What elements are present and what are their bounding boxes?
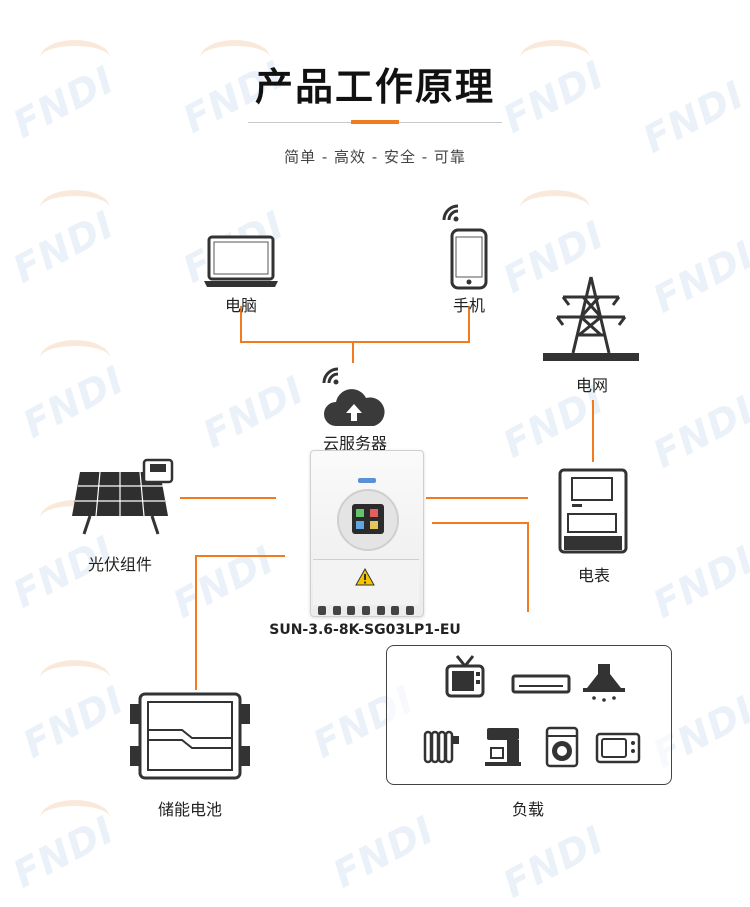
inverter-model-label: SUN-3.6-8K-SG03LP1-EU — [269, 622, 461, 638]
inverter-node — [310, 450, 424, 617]
phone-label: 手机 — [452, 296, 485, 315]
watermark-arc — [520, 40, 590, 76]
washing-machine-icon — [545, 726, 579, 768]
inverter-lower-panel — [313, 559, 419, 605]
wifi-icon — [322, 367, 339, 385]
watermark-arc — [40, 40, 110, 76]
meter-node — [558, 468, 628, 558]
electric-meter-icon — [558, 468, 628, 554]
line-pv-inverter — [180, 497, 276, 499]
line-battery-inverter-v — [195, 555, 197, 690]
inverter-logo — [358, 478, 376, 483]
microwave-icon — [595, 732, 641, 764]
battery-label: 储能电池 — [157, 800, 222, 819]
computer-label: 电脑 — [224, 296, 257, 315]
watermark-text: FNDI — [645, 537, 750, 627]
line-to-cloud — [352, 341, 354, 363]
line-grid-meter — [592, 400, 594, 462]
watermark-text: FNDI — [495, 817, 612, 907]
warning-icon — [355, 568, 375, 586]
watermark-arc — [40, 660, 110, 696]
watermark-arc — [40, 340, 110, 376]
line-battery-inverter-h — [195, 555, 285, 557]
battery-storage-icon — [130, 692, 250, 780]
inverter-ports — [315, 606, 417, 616]
watermark-text: FNDI — [645, 387, 750, 477]
solar-panel-icon — [72, 458, 174, 535]
watermark-arc — [40, 800, 110, 836]
watermark-text: FNDI — [165, 537, 282, 627]
line-phone-down — [468, 306, 470, 343]
cloud-upload-icon — [324, 389, 385, 426]
phone-node — [450, 228, 488, 294]
laptop-icon — [204, 235, 278, 287]
watermark-text: FNDI — [195, 367, 312, 457]
pv-module-label: 光伏组件 — [87, 555, 152, 574]
oil-heater-icon — [423, 730, 459, 764]
load-label: 负载 — [511, 800, 544, 819]
line-computer-down — [240, 306, 242, 343]
line-computer-phone — [240, 341, 470, 343]
cloud-server-node — [322, 388, 386, 434]
watermark-arc — [40, 190, 110, 226]
pv-module-node — [70, 458, 180, 542]
range-hood-icon — [583, 664, 625, 702]
line-inverter-meter — [426, 497, 528, 499]
watermark-arc — [520, 190, 590, 226]
wifi-icon — [442, 204, 459, 222]
wifi-signal-cloud — [322, 367, 342, 389]
grid-label: 电网 — [575, 376, 608, 395]
tv-icon — [445, 655, 485, 698]
battery-node — [130, 690, 250, 786]
watermark-text: FNDI — [645, 232, 750, 322]
page-subtitle: 简单 - 高效 - 安全 - 可靠 — [284, 148, 466, 166]
load-box — [386, 645, 672, 785]
watermark-text: FNDI — [325, 807, 442, 897]
line-inverter-load-v — [527, 522, 529, 612]
page-title: 产品工作原理 — [254, 65, 495, 109]
grid-node — [543, 275, 639, 367]
cloud-server-label: 云服务器 — [322, 434, 387, 453]
coffee-machine-icon — [485, 728, 521, 766]
wifi-signal-phone — [442, 204, 462, 226]
watermark-arc — [200, 40, 270, 76]
inverter-display-ring — [337, 489, 399, 551]
computer-node — [203, 235, 279, 295]
title-accent-bar — [351, 120, 399, 124]
power-tower-icon — [543, 276, 639, 361]
smartphone-icon — [450, 228, 488, 290]
ac-unit-icon — [511, 674, 571, 694]
line-inverter-load-h — [432, 522, 528, 524]
inverter-display-screen — [352, 504, 384, 534]
meter-label: 电表 — [577, 566, 610, 585]
